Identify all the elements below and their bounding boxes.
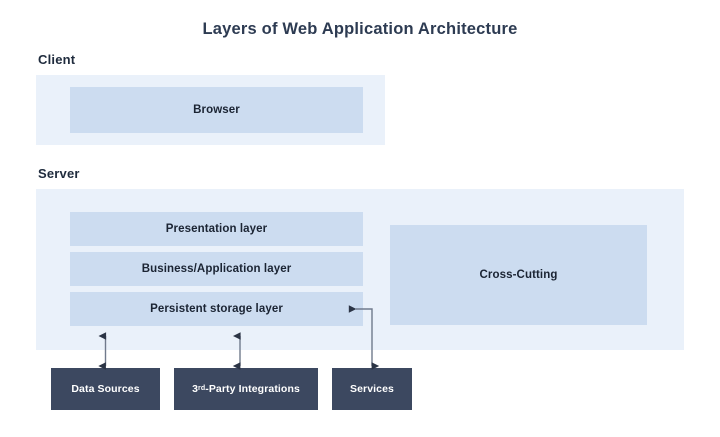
box-cross-cutting[interactable]: Cross-Cutting xyxy=(390,225,647,325)
third-party-suffix: -Party Integrations xyxy=(205,383,300,395)
page-title: Layers of Web Application Architecture xyxy=(202,20,518,38)
box-persistent-storage-layer[interactable]: Persistent storage layer xyxy=(70,292,363,326)
tier-label-client: Client xyxy=(38,52,76,67)
third-party-prefix: 3 xyxy=(192,383,199,395)
box-presentation-layer[interactable]: Presentation layer xyxy=(70,212,363,246)
box-services[interactable]: Services xyxy=(332,368,412,410)
tier-label-server: Server xyxy=(38,166,80,181)
box-data-sources[interactable]: Data Sources xyxy=(51,368,160,410)
box-business-application-layer[interactable]: Business/Application layer xyxy=(70,252,363,286)
box-browser[interactable]: Browser xyxy=(70,87,363,133)
